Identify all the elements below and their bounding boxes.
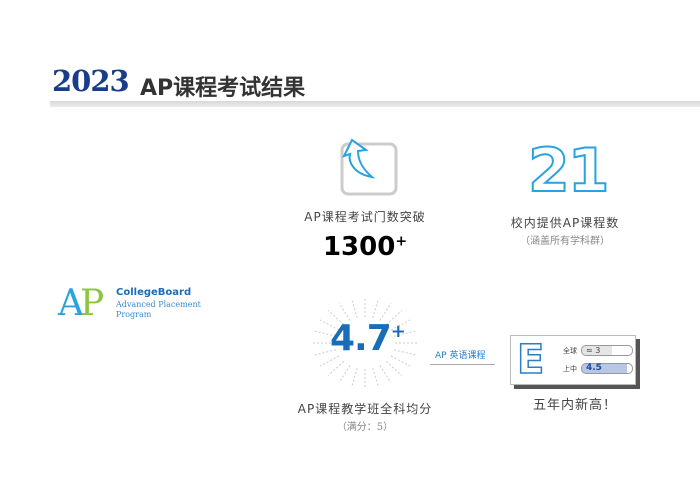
ray [338, 365, 351, 384]
logo-p: P [80, 283, 105, 324]
ray [385, 310, 403, 325]
courses-label: AP课程考试门数突破 [304, 210, 426, 224]
ray [327, 361, 345, 376]
ray [319, 319, 340, 331]
offered-value: 21 [527, 135, 610, 207]
courses-number: 1300 [322, 232, 396, 262]
row-label-school: 上中 [563, 365, 577, 373]
divider [50, 101, 700, 107]
courses-suffix: + [395, 233, 408, 250]
english-score-card: E 全球 ≈ 3 上中 4.5 [510, 335, 636, 385]
connector-line [430, 364, 495, 365]
arrow-box-icon [340, 138, 398, 196]
courses-value: 1300+ [320, 232, 410, 262]
ray [372, 367, 379, 388]
ray [379, 302, 392, 321]
score-label: AP课程教学班全科均分 [297, 402, 433, 416]
score-value: 4.7+ [330, 318, 406, 359]
score-number: 4.7 [330, 318, 392, 359]
logo-a: A [58, 283, 84, 324]
letter-e: E [516, 337, 545, 383]
ray [372, 298, 379, 319]
english-caption: 五年内新高！ [532, 398, 617, 413]
ray [390, 319, 411, 331]
sunburst-decoration [313, 297, 417, 389]
ray [319, 355, 340, 367]
page-title: AP课程考试结果 [140, 76, 306, 101]
ray [379, 365, 392, 384]
logo-brand: CollegeBoard [116, 287, 192, 298]
ray [385, 361, 403, 376]
ray [338, 302, 351, 321]
ap-collegeboard-logo: AP CollegeBoard Advanced Placement Progr… [58, 283, 201, 324]
offered-note: （涵盖所有学科群） [520, 236, 610, 247]
score-note: （满分：5） [336, 422, 394, 433]
ray [390, 355, 411, 367]
connector-label: AP 英语课程 [435, 351, 486, 361]
year-heading: 2023 [52, 64, 130, 98]
offered-label: 校内提供AP课程数 [510, 216, 620, 230]
ray [327, 310, 345, 325]
row-label-global: 全球 [563, 347, 577, 355]
ray [351, 298, 358, 319]
logo-line1: Advanced Placement [116, 300, 201, 309]
bar-school: 4.5 [581, 363, 633, 374]
logo-line2: Program [116, 310, 152, 319]
ray [351, 367, 358, 388]
bar-global: ≈ 3 [581, 345, 633, 356]
score-suffix: + [390, 321, 406, 342]
